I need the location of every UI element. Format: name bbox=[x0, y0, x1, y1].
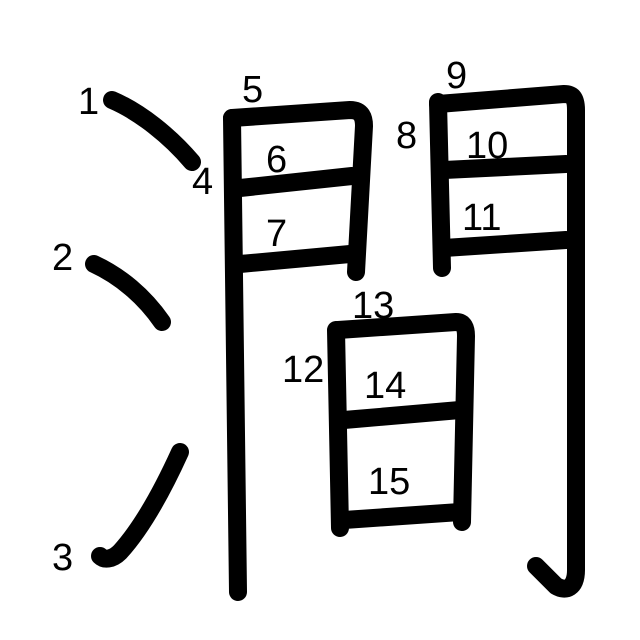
stroke-number-1: 1 bbox=[78, 81, 99, 123]
stroke-13 bbox=[329, 313, 475, 531]
stroke-number-11: 11 bbox=[462, 197, 501, 239]
stroke-number-7: 7 bbox=[266, 213, 287, 255]
stroke-number-6: 6 bbox=[266, 139, 287, 181]
stroke-10 bbox=[435, 155, 575, 179]
stroke-14 bbox=[335, 401, 469, 429]
stroke-number-12: 12 bbox=[282, 349, 324, 391]
stroke-11 bbox=[435, 231, 575, 257]
stroke-number-13: 13 bbox=[352, 285, 394, 327]
stroke-4 bbox=[223, 109, 247, 601]
stroke-15 bbox=[335, 503, 469, 529]
stroke-9 bbox=[429, 85, 585, 598]
stroke-number-14: 14 bbox=[364, 365, 406, 407]
stroke-7 bbox=[231, 245, 359, 273]
stroke-number-15: 15 bbox=[368, 461, 410, 503]
stroke-number-8: 8 bbox=[396, 115, 417, 157]
stroke-number-3: 3 bbox=[52, 537, 73, 579]
stroke-number-5: 5 bbox=[242, 69, 263, 111]
stroke-12 bbox=[327, 321, 349, 537]
stroke-number-9: 9 bbox=[446, 55, 467, 97]
stroke-2 bbox=[85, 255, 171, 331]
stroke-number-10: 10 bbox=[466, 125, 508, 167]
stroke-5 bbox=[223, 101, 373, 281]
stroke-number-2: 2 bbox=[52, 237, 73, 279]
stroke-3 bbox=[91, 443, 189, 568]
stroke-1 bbox=[103, 91, 201, 171]
stroke-6 bbox=[231, 167, 361, 197]
stroke-number-4: 4 bbox=[192, 161, 213, 203]
